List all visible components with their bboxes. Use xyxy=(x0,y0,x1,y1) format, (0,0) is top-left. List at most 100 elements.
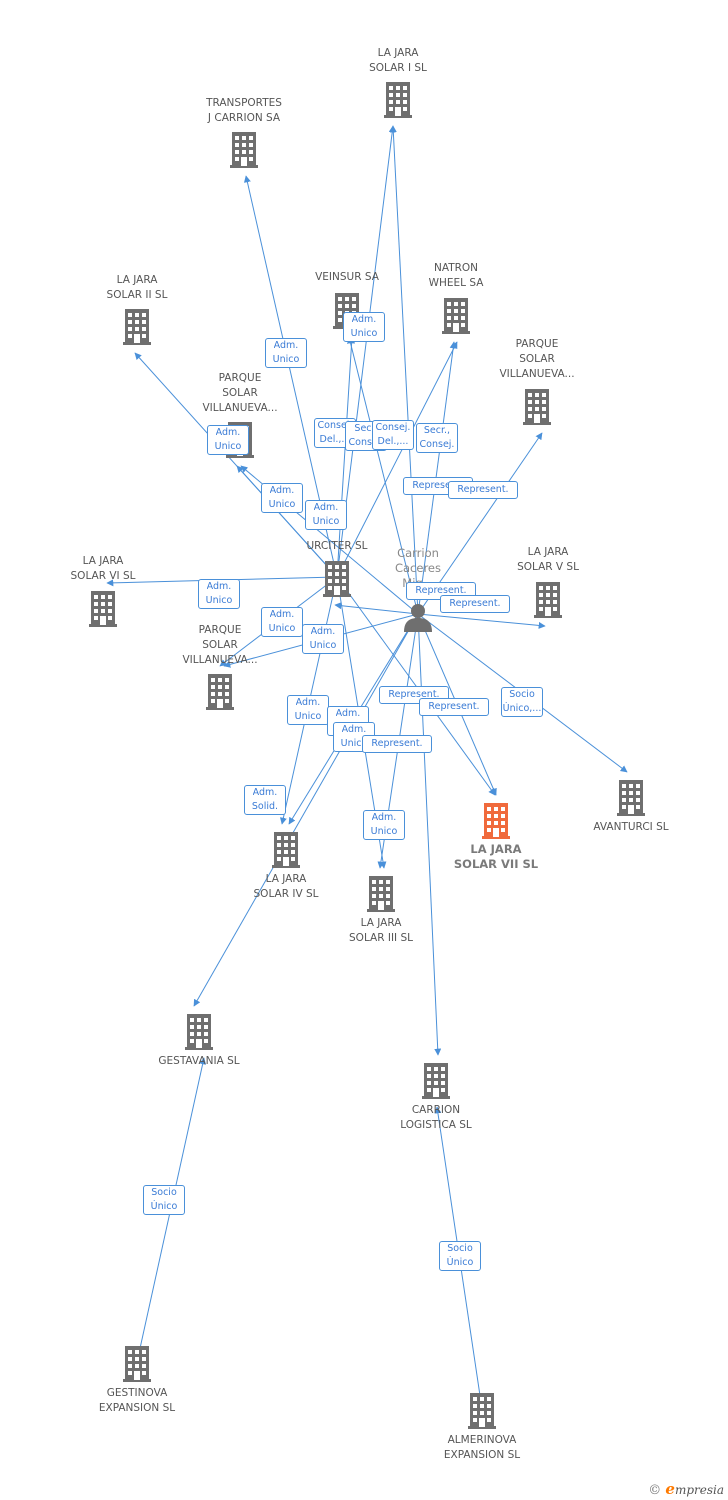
building-icon-lajara4[interactable] xyxy=(272,832,300,868)
edge-label[interactable]: Represent. xyxy=(440,595,510,613)
node-label-lajara3[interactable]: LA JARA SOLAR III SL xyxy=(349,916,413,946)
node-label-line: SOLAR xyxy=(222,387,258,399)
node-label-line: LA JARA xyxy=(360,917,402,929)
node-label-line: TRANSPORTES xyxy=(206,97,282,109)
node-label-line: GESTAVANIA SL xyxy=(158,1055,240,1067)
building-icon-lajara3[interactable] xyxy=(367,876,395,912)
empresia-logo: empresia xyxy=(665,1480,724,1498)
node-label-line: PARQUE xyxy=(515,338,559,350)
edge-label[interactable]: Adm.Unico xyxy=(207,425,249,455)
building-icon-almerinova[interactable] xyxy=(468,1393,496,1429)
edge-label-text: Adm. xyxy=(351,314,377,325)
edge-label[interactable]: Secr.,Consej. xyxy=(416,423,458,453)
edge-label[interactable]: Adm.Unico xyxy=(363,810,405,840)
building-icon-parque3[interactable] xyxy=(206,674,234,710)
node-label-line: AVANTURCI SL xyxy=(593,821,669,833)
node-label-line: LA JARA xyxy=(265,873,307,885)
node-label-line: LA JARA xyxy=(116,274,158,286)
building-icon-natron[interactable] xyxy=(442,298,470,334)
building-icon-lajara5[interactable] xyxy=(534,582,562,618)
node-label-urciter[interactable]: URCITER SL xyxy=(306,539,367,554)
node-label-line: LA JARA xyxy=(82,555,124,567)
edge-label[interactable]: Adm. Unico xyxy=(305,500,347,530)
node-label-line: Caceres xyxy=(394,561,442,575)
edge-label-text: Represent. xyxy=(449,598,501,609)
edge-label-text: Del.,... xyxy=(377,436,409,447)
node-label-lajara6[interactable]: LA JARA SOLAR VI SL xyxy=(71,554,136,584)
building-icon-lajara1[interactable] xyxy=(384,82,412,118)
edge-label-text: Unico xyxy=(205,595,233,606)
edge-label-text: Represent. xyxy=(412,480,464,491)
edge-label[interactable]: Adm.Unico xyxy=(261,483,303,513)
edge-label-text: Adm. xyxy=(273,340,299,351)
edge-label[interactable]: Adm.Unico xyxy=(343,312,385,342)
focus-building-icon-lajara7[interactable] xyxy=(482,803,510,839)
logo-text: mpresia xyxy=(674,1483,724,1497)
edge-label[interactable]: Adm. Unico xyxy=(287,695,329,725)
edge-label-text: Adm. xyxy=(295,697,321,708)
building-icon-avanturci[interactable] xyxy=(617,780,645,816)
edge-label-text: Consej. xyxy=(375,422,411,433)
edge-label[interactable]: Consej. Del.,... xyxy=(372,420,414,450)
node-label-avanturci[interactable]: AVANTURCI SL xyxy=(593,820,668,835)
building-icon-lajara2[interactable] xyxy=(123,309,151,345)
edge-label-text: Unico xyxy=(312,516,340,527)
node-label-line: SOLAR VI SL xyxy=(70,570,136,582)
edge-person-to-gestavania xyxy=(193,613,419,1007)
edge-label-text: Adm. xyxy=(252,787,278,798)
building-icon-carrionlog[interactable] xyxy=(422,1063,450,1099)
node-label-line: EXPANSION SL xyxy=(443,1449,521,1461)
building-icon-gestinova[interactable] xyxy=(123,1346,151,1382)
person-icon[interactable] xyxy=(404,604,432,632)
node-label-line: SOLAR III SL xyxy=(349,932,413,944)
edge-label[interactable]: Represent. xyxy=(419,698,489,716)
building-icon-urciter[interactable] xyxy=(323,561,351,597)
edge-label[interactable]: Adm.Unico xyxy=(302,624,344,654)
edge-label[interactable]: Adm.Unico xyxy=(265,338,307,368)
node-label-line: WHEEL SA xyxy=(428,277,484,289)
edge-label-text: Único,... xyxy=(502,703,542,714)
building-icon-parque1[interactable] xyxy=(523,389,551,425)
edge-label[interactable]: Adm.Unico xyxy=(261,607,303,637)
node-label-line: CARRION xyxy=(411,1104,461,1116)
building-icon-gestavania[interactable] xyxy=(185,1014,213,1050)
node-label-line: GESTINOVA xyxy=(106,1387,168,1399)
node-label-line: SOLAR xyxy=(202,639,238,651)
edge-label[interactable]: Represent. xyxy=(448,481,518,499)
edge-label-text: Represent. xyxy=(388,689,440,700)
edge-label[interactable]: Adm.Unico xyxy=(198,579,240,609)
building-icon-transportes[interactable] xyxy=(230,132,258,168)
edge-label-text: Adm. xyxy=(335,708,361,719)
node-label-line: SOLAR I SL xyxy=(369,62,427,74)
edge-label-text: Unico xyxy=(294,711,322,722)
edge-urciter-to-veinsur xyxy=(336,336,356,578)
node-label-line: LA JARA xyxy=(470,842,522,856)
node-label-veinsur[interactable]: VEINSUR SA xyxy=(315,270,379,285)
edge-label-text: Adm. xyxy=(313,502,339,513)
node-label-gestavania[interactable]: GESTAVANIA SL xyxy=(158,1054,239,1069)
edge-label[interactable]: Adm. Solid. xyxy=(244,785,286,815)
edge-person-to-lajara1 xyxy=(389,125,419,615)
edge-label-text: Del.,... xyxy=(319,434,351,445)
edge-label-text: Solid. xyxy=(251,801,279,812)
edge-label[interactable]: Represent. xyxy=(362,735,432,753)
edge-label-text: Consej. xyxy=(419,439,455,450)
building-icon-lajara6[interactable] xyxy=(89,591,117,627)
